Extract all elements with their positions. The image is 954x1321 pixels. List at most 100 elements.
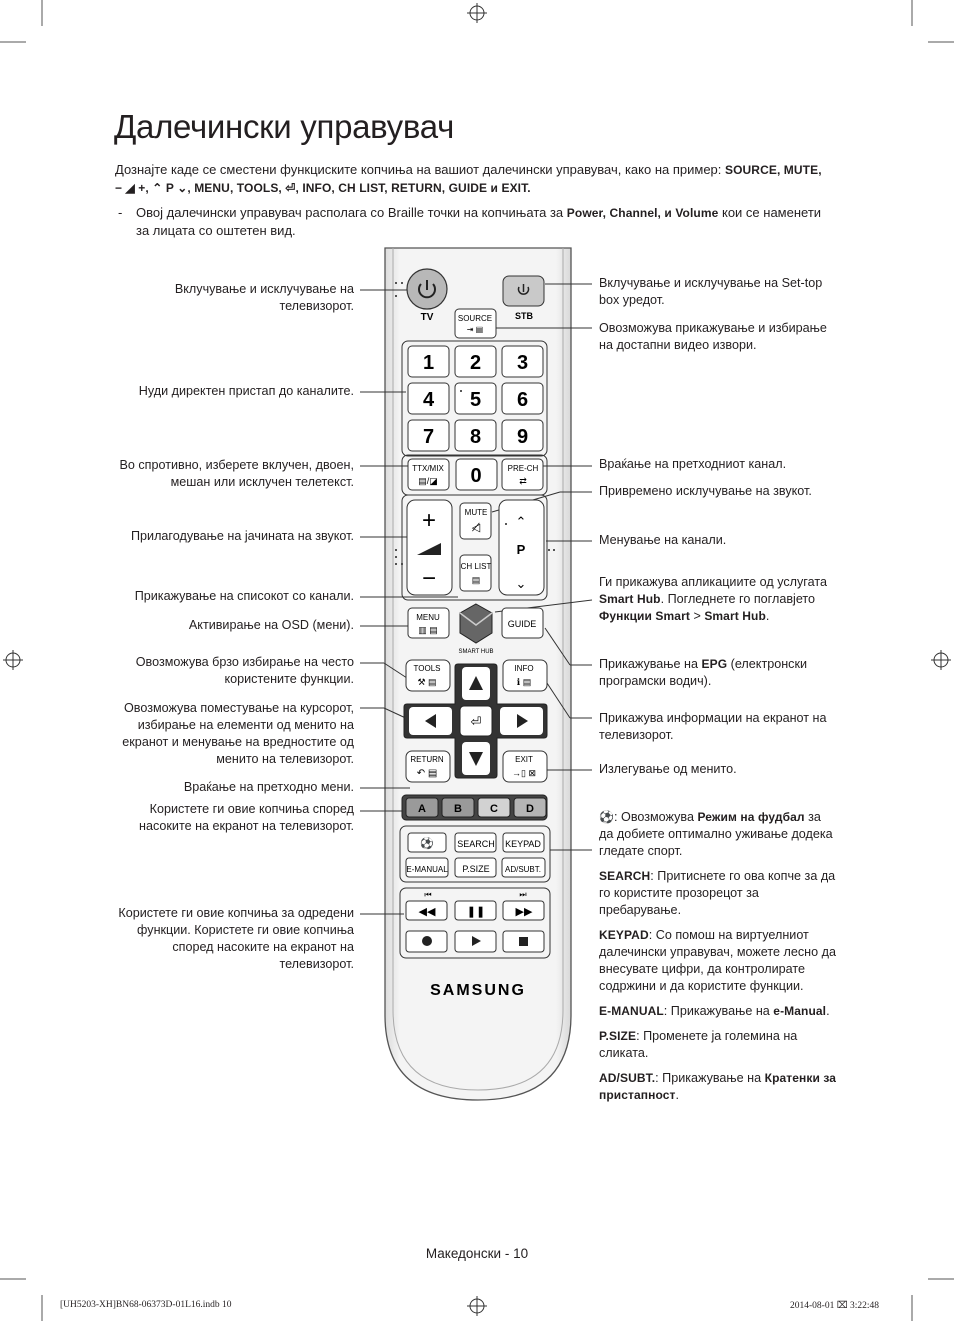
braille-dots bbox=[395, 282, 555, 565]
label-prech: Враќање на претходниот канал. bbox=[599, 457, 787, 471]
color-a-button[interactable] bbox=[405, 797, 439, 818]
keypad-button[interactable] bbox=[502, 832, 545, 853]
imprint-left: [UH5203-XH]BN68-06373D-01L16.indb 10 bbox=[60, 1300, 232, 1310]
p-size-button[interactable] bbox=[454, 857, 497, 878]
imprint-right: 2014-08-01 ⌧ 3:22:48 bbox=[790, 1301, 880, 1311]
e-manual-button[interactable] bbox=[405, 857, 449, 878]
function-item: E-MANUAL: Прикажување на e-Manual. bbox=[599, 1004, 830, 1018]
chlist-label: CH LIST bbox=[461, 562, 492, 571]
label-return: Враќање на претходно мени. bbox=[183, 780, 354, 794]
menu-button[interactable] bbox=[407, 607, 450, 639]
label-info: Прикажува информации на екранот на телев… bbox=[599, 711, 827, 742]
function-item: ⚽: Овозможува Режим на фудбал за да доби… bbox=[599, 810, 833, 858]
volume-down-icon: − bbox=[422, 565, 436, 592]
guide-button[interactable] bbox=[501, 607, 544, 639]
digit-label: 1 bbox=[423, 352, 434, 374]
ad-subt-button[interactable] bbox=[501, 857, 546, 878]
digit-label: 6 bbox=[517, 389, 528, 411]
label-number-keys: Нуди директен пристап до каналите. bbox=[138, 384, 354, 398]
stb-label: STB bbox=[515, 311, 534, 321]
chlist-icon: ▤ bbox=[472, 575, 481, 585]
samsung-logo: SAMSUNG bbox=[430, 982, 526, 999]
digit-4-button[interactable] bbox=[407, 382, 450, 415]
intro-paragraph: Дознајте каде се сместени функциските ко… bbox=[115, 161, 835, 197]
info-icon: ℹ ▤ bbox=[517, 677, 531, 687]
registration-mark-icon bbox=[3, 3, 951, 1316]
ch-list-button[interactable] bbox=[459, 554, 492, 592]
zero-button[interactable] bbox=[455, 458, 498, 491]
label-dpad: Овозможува поместување на курсорот, изби… bbox=[122, 701, 354, 766]
color-d-button[interactable] bbox=[513, 797, 547, 818]
digit-1-button[interactable] bbox=[407, 345, 450, 378]
digit-label: 3 bbox=[517, 352, 528, 374]
label-channel: Менување на канали. bbox=[599, 533, 727, 547]
intro-text: Дознајте каде се сместени функциските ко… bbox=[115, 162, 725, 177]
ttx-label: TTX/MIX bbox=[412, 464, 444, 473]
return-label: RETURN bbox=[410, 755, 444, 764]
label-tv-power: Вклучување и исклучување на телевизорот. bbox=[174, 282, 354, 313]
prech-icon: ⇄ bbox=[519, 476, 527, 486]
rewind-icon: ◀◀ bbox=[419, 906, 436, 918]
channel-down-icon: ⌄ bbox=[516, 576, 527, 591]
label-volume: Прилагодување на јачината на звукот. bbox=[130, 529, 354, 543]
digit-label: 7 bbox=[423, 426, 434, 448]
pre-ch-button[interactable] bbox=[501, 458, 544, 491]
source-button[interactable] bbox=[454, 308, 497, 339]
down-arrow-icon bbox=[469, 752, 483, 766]
digit-label: 9 bbox=[517, 426, 528, 448]
ffwd-icon: ▶▶ bbox=[516, 906, 533, 918]
mute-button[interactable] bbox=[459, 502, 492, 540]
digit-3-button[interactable] bbox=[501, 345, 544, 378]
note-dash: - bbox=[118, 205, 123, 220]
label-ttx: Во спротивно, изберете вклучен, двоен, м… bbox=[119, 458, 354, 489]
info-button[interactable] bbox=[502, 659, 548, 692]
color-key-label: D bbox=[526, 803, 534, 815]
info-label: INFO bbox=[514, 664, 533, 673]
menu-icon: ▥ ▤ bbox=[418, 625, 438, 635]
tools-icon: ⚒ ▤ bbox=[417, 677, 436, 687]
volume-rocker[interactable] bbox=[406, 499, 453, 596]
exit-button[interactable] bbox=[502, 750, 548, 783]
football-button[interactable] bbox=[407, 832, 447, 853]
record-icon bbox=[422, 936, 432, 946]
prech-label: PRE-CH bbox=[508, 464, 539, 473]
search-button[interactable] bbox=[454, 832, 497, 853]
tools-button[interactable] bbox=[405, 659, 451, 692]
adsubt-label: AD/SUBT. bbox=[505, 865, 541, 874]
digit-6-button[interactable] bbox=[501, 382, 544, 415]
color-c-button[interactable] bbox=[477, 797, 511, 818]
return-button[interactable] bbox=[405, 750, 451, 783]
color-key-label: A bbox=[418, 803, 426, 815]
fast-forward-button[interactable] bbox=[502, 900, 545, 921]
color-key-label: B bbox=[454, 803, 462, 815]
page-footer: Македонски - 10 bbox=[425, 1246, 529, 1261]
tv-label: TV bbox=[421, 312, 434, 323]
digit-7-button[interactable] bbox=[407, 419, 450, 452]
p-label: P bbox=[517, 542, 526, 557]
digit-2-button[interactable] bbox=[454, 345, 497, 378]
pause-button[interactable] bbox=[454, 900, 497, 921]
play-icon bbox=[472, 936, 481, 946]
digit-5-button[interactable] bbox=[454, 382, 497, 415]
label-smarthub: Ги прикажува апликациите од услугата Sma… bbox=[599, 575, 827, 623]
enter-button[interactable] bbox=[459, 705, 493, 737]
power-icon bbox=[418, 280, 436, 299]
page-title: Далечински управувач bbox=[114, 108, 454, 145]
label-stb: Вклучување и исклучување на Set-top box … bbox=[599, 276, 823, 307]
exit-label: EXIT bbox=[515, 755, 533, 764]
digit-8-button[interactable] bbox=[454, 419, 497, 452]
volume-up-icon: + bbox=[422, 507, 436, 534]
digit-label: 5 bbox=[470, 389, 481, 411]
rewind-button[interactable] bbox=[405, 900, 448, 921]
left-arrow-icon bbox=[425, 714, 436, 728]
color-key-label: C bbox=[490, 803, 498, 815]
source-label: SOURCE bbox=[458, 314, 492, 323]
color-b-button[interactable] bbox=[441, 797, 475, 818]
channel-rocker[interactable] bbox=[498, 499, 545, 596]
digit-label: 2 bbox=[470, 352, 481, 374]
label-guide: Прикажување на EPG (електронски програмс… bbox=[599, 657, 808, 688]
ttx-mix-button[interactable] bbox=[407, 458, 450, 491]
power-icon bbox=[517, 284, 530, 295]
stop-icon bbox=[519, 937, 528, 946]
digit-9-button[interactable] bbox=[501, 419, 544, 452]
